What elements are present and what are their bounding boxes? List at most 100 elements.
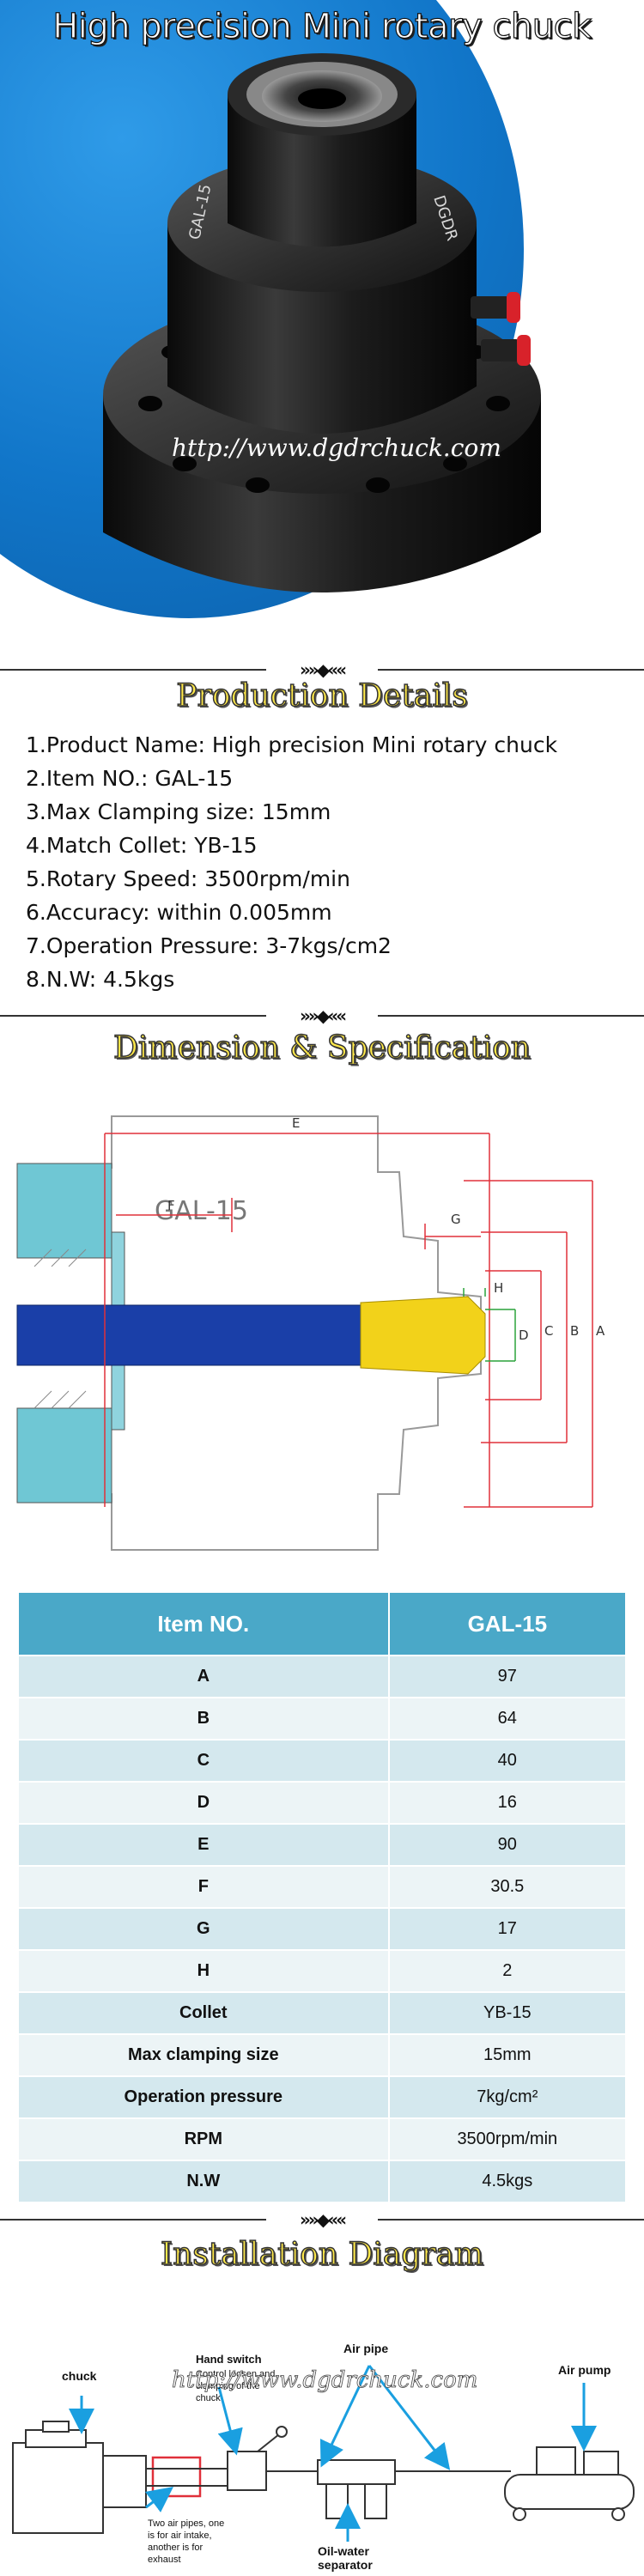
- label-two-pipes: is for air intake,: [148, 2530, 212, 2541]
- table-cell-value: 30.5: [387, 1865, 628, 1909]
- dim-label-b: B: [570, 1323, 579, 1339]
- table-cell-key: H: [17, 1949, 390, 1993]
- label-air-pump: Air pump: [558, 2363, 611, 2377]
- dim-label-f: F: [167, 1198, 175, 1213]
- dimension-lines-green: [463, 1288, 516, 1362]
- dim-label-e: E: [292, 1115, 300, 1131]
- pipes-highlight: [151, 2456, 202, 2498]
- install-watermark: http://www.dgdrchuck.com: [172, 2367, 477, 2393]
- table-cell-key: RPM: [17, 2117, 390, 2161]
- table-cell-value: 64: [387, 1697, 628, 1741]
- table-cell-value: 3500rpm/min: [387, 2117, 628, 2161]
- drawing-model-label: GAL-15: [155, 1196, 248, 1226]
- label-hand-switch-desc: chuck: [196, 2393, 221, 2403]
- table-cell-value: 17: [387, 1907, 628, 1951]
- table-cell-value: 15mm: [387, 2033, 628, 2077]
- label-hand-switch-desc: clamping of the: [196, 2381, 260, 2391]
- label-two-pipes: another is for: [148, 2543, 204, 2553]
- chuck-unit-icon: [12, 2421, 147, 2534]
- section-divider: »»◆««: [0, 2207, 644, 2233]
- divider-ornament-icon: »»◆««: [266, 659, 378, 681]
- table-cell-value: 16: [387, 1781, 628, 1825]
- table-cell-key: Operation pressure: [17, 2075, 390, 2119]
- table-cell-key: A: [17, 1655, 390, 1698]
- page-title: High precision Mini rotary chuck: [52, 6, 592, 46]
- table-cell-key: D: [17, 1781, 390, 1825]
- hatching: [33, 1249, 87, 1409]
- table-cell-value: 7kg/cm²: [387, 2075, 628, 2119]
- hero-banner: High precision Mini rotary chuck: [0, 0, 644, 653]
- label-chuck: chuck: [62, 2369, 97, 2383]
- dim-label-g: G: [451, 1212, 461, 1227]
- divider-ornament-icon: »»◆««: [266, 2208, 378, 2231]
- table-cell-value: 90: [387, 1823, 628, 1867]
- dim-label-d: D: [519, 1327, 529, 1343]
- dimension-drawing: GAL-15 E F G H D C B A: [16, 1115, 605, 1551]
- detail-row: 6.Accuracy: within 0.005mm: [26, 900, 332, 925]
- table-cell-value: 2: [387, 1949, 628, 1993]
- section-divider: »»◆««: [0, 657, 644, 683]
- detail-row: 1.Product Name: High precision Mini rota…: [26, 732, 558, 757]
- table-cell-value: 97: [387, 1655, 628, 1698]
- details-heading: Production Details: [176, 677, 469, 714]
- detail-row: 2.Item NO.: GAL-15: [26, 766, 234, 791]
- chuck-product-image: GAL-15 DGDR: [103, 53, 541, 592]
- installation-diagram: chuck Hand switch Control loosen and cla…: [12, 2342, 635, 2572]
- table-header-model: GAL-15: [387, 1591, 628, 1656]
- label-two-pipes: Two air pipes, one: [148, 2518, 224, 2529]
- callout-arrows: [69, 2365, 597, 2542]
- detail-row: 8.N.W: 4.5kgs: [26, 967, 175, 992]
- label-two-pipes: exhaust: [148, 2555, 181, 2565]
- hand-switch-icon: [227, 2426, 305, 2491]
- table-cell-value: 4.5kgs: [387, 2160, 628, 2203]
- dim-label-h: H: [494, 1280, 503, 1296]
- air-fitting-icon: [471, 292, 531, 366]
- chuck-nose: [228, 94, 416, 247]
- table-cell-key: G: [17, 1907, 390, 1951]
- table-cell-key: E: [17, 1823, 390, 1867]
- flange-upper: [16, 1163, 112, 1259]
- air-pipes: [146, 2468, 232, 2487]
- flange-lower: [16, 1407, 112, 1504]
- label-separator: Oil-water: [318, 2544, 369, 2558]
- install-heading: Installation Diagram: [160, 2236, 484, 2273]
- table-cell-key: Collet: [17, 1991, 390, 2035]
- label-air-pipe: Air pipe: [343, 2342, 388, 2355]
- product-details-list: 1.Product Name: High precision Mini rota…: [26, 728, 627, 996]
- label-hand-switch-desc: Control loosen and: [196, 2369, 275, 2379]
- table-cell-value: YB-15: [387, 1991, 628, 2035]
- detail-row: 4.Match Collet: YB-15: [26, 833, 258, 858]
- table-cell-key: F: [17, 1865, 390, 1909]
- detail-row: 5.Rotary Speed: 3500rpm/min: [26, 866, 350, 891]
- table-header-item: Item NO.: [17, 1591, 390, 1656]
- detail-row: 3.Max Clamping size: 15mm: [26, 799, 331, 824]
- table-cell-key: B: [17, 1697, 390, 1741]
- divider-ornament-icon: »»◆««: [266, 1005, 378, 1027]
- dim-label-c: C: [544, 1323, 553, 1339]
- label-separator: separator: [318, 2558, 373, 2572]
- table-cell-key: Max clamping size: [17, 2033, 390, 2077]
- table-header-row: Item NO. GAL-15: [17, 1591, 628, 1656]
- dim-label-a: A: [596, 1323, 605, 1339]
- section-divider: »»◆««: [0, 1003, 644, 1029]
- air-pump-icon: [504, 2446, 635, 2521]
- bore-center: [298, 88, 346, 109]
- dimension-lines: [104, 1133, 593, 1508]
- hero-watermark: http://www.dgdrchuck.com: [172, 434, 501, 462]
- detail-row: 7.Operation Pressure: 3-7kgs/cm2: [26, 933, 392, 958]
- oil-water-separator-icon: [305, 2459, 511, 2519]
- dimension-heading: Dimension & Specification: [112, 1030, 531, 1066]
- label-hand-switch: Hand switch: [196, 2353, 262, 2366]
- table-cell-key: C: [17, 1739, 390, 1783]
- collet: [360, 1296, 486, 1375]
